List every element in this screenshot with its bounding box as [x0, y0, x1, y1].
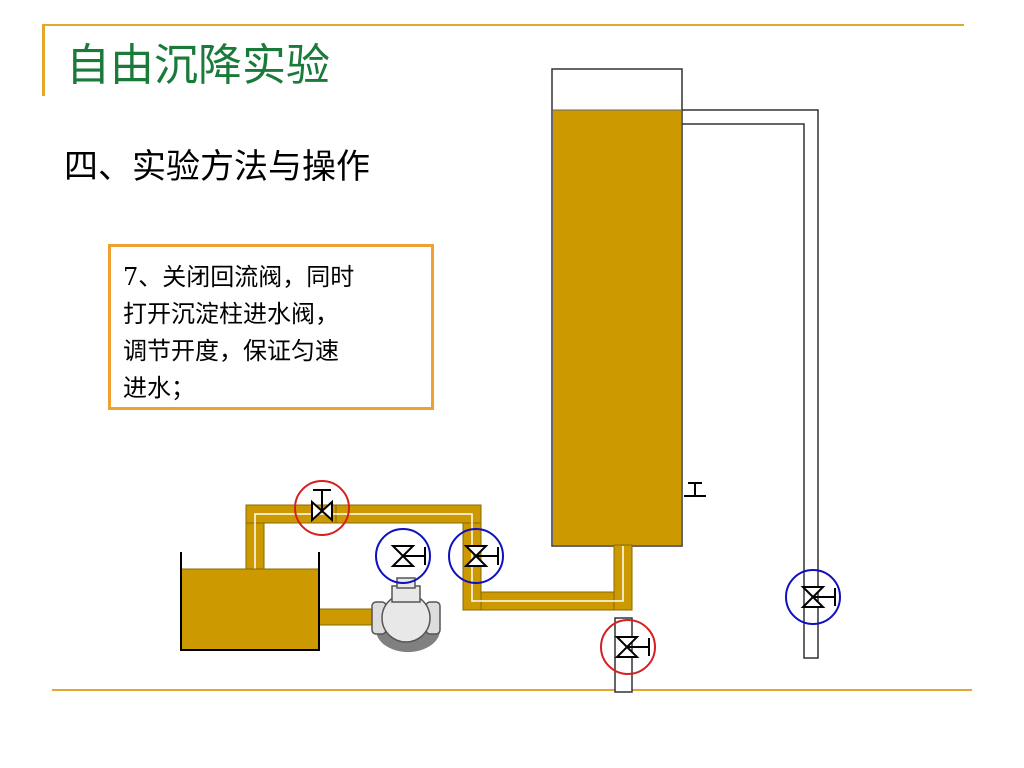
- section-heading: 四、实验方法与操作: [64, 147, 370, 187]
- side-pipe-valve[interactable]: [785, 569, 841, 625]
- return-valve[interactable]: [294, 480, 350, 536]
- pump: [371, 577, 441, 652]
- sampling-port: [684, 482, 706, 497]
- left-accent-rule: [42, 24, 45, 96]
- water-tank: [180, 552, 320, 651]
- top-accent-rule: [44, 24, 964, 26]
- inlet-valve-2[interactable]: [448, 528, 504, 584]
- side-pipe: [682, 109, 819, 659]
- instruction-box: 7、关闭回流阀，同时 打开沉淀柱进水阀， 调节开度，保证匀速 进水；: [108, 244, 434, 410]
- instruction-line-1: 7、关闭回流阀，同时: [123, 263, 355, 291]
- instruction-line-2: 打开沉淀柱进水阀，: [123, 300, 339, 328]
- instruction-line-4: 进水；: [123, 374, 195, 402]
- slide-title: 自由沉降实验: [66, 40, 330, 91]
- instruction-line-3: 调节开度，保证匀速: [123, 337, 339, 365]
- column-liquid: [553, 110, 681, 545]
- settling-column: [551, 68, 683, 547]
- bottom-accent-rule: [52, 689, 972, 691]
- bottom-drain-valve[interactable]: [600, 619, 656, 675]
- inlet-valve-1[interactable]: [375, 528, 431, 584]
